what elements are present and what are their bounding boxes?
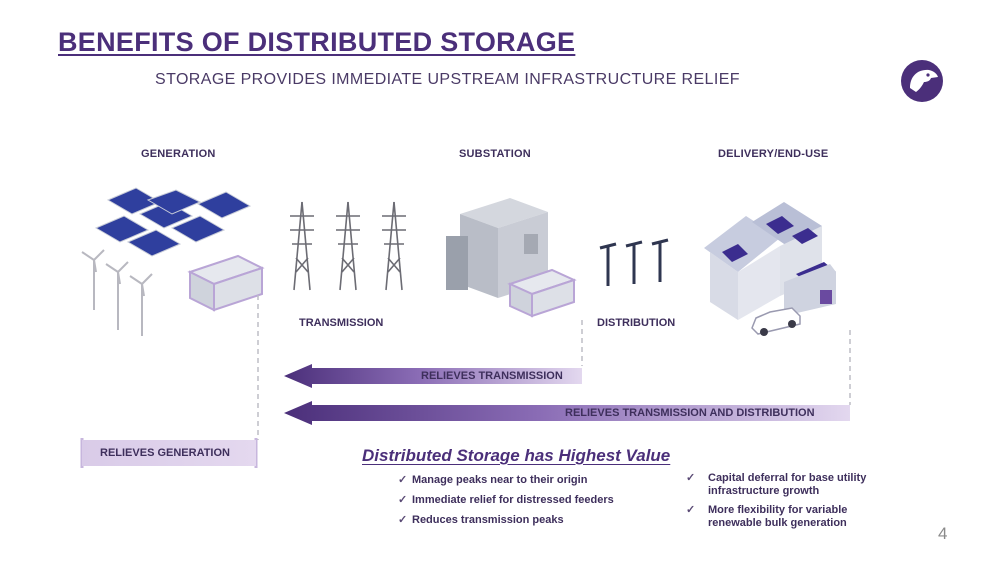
electric-car-icon [751, 307, 801, 336]
callout-title: Distributed Storage has Highest Value [362, 446, 671, 465]
wind-turbine-icon [81, 249, 153, 336]
page-number: 4 [938, 524, 948, 543]
generation-illustration [81, 187, 265, 336]
right-bullet-list: ✓Capital deferral for base utility infra… [686, 472, 896, 530]
bullet-item: ✓Reduces transmission peaks [398, 514, 564, 526]
stage-label-distribution: DISTRIBUTION [597, 317, 676, 329]
checkmark-icon: ✓ [398, 474, 408, 486]
bullet-item: ✓Immediate relief for distressed feeders [398, 494, 614, 506]
stage-label-transmission: TRANSMISSION [299, 317, 384, 329]
battery-container-icon [507, 268, 577, 318]
bullet-item: ✓Manage peaks near to their origin [398, 474, 588, 486]
distribution-pole-icon [599, 238, 669, 286]
eagle-head-logo-icon [901, 60, 943, 102]
page-title: BENEFITS OF DISTRIBUTED STORAGE [58, 27, 576, 57]
relieves-generation-box [82, 440, 256, 466]
relieves-transmission-label: RELIEVES TRANSMISSION [421, 370, 563, 382]
delivery-house-illustration [704, 202, 836, 336]
bullet-item: ✓More flexibility for variable renewable… [686, 504, 848, 529]
relieves-trans-dist-label: RELIEVES TRANSMISSION AND DISTRIBUTION [565, 407, 815, 419]
bullet-item: ✓Capital deferral for base utility infra… [686, 472, 867, 497]
checkmark-icon: ✓ [686, 472, 696, 484]
left-bullet-list: ✓Manage peaks near to their origin ✓Imme… [398, 474, 668, 527]
relieves-trans-dist-arrow [284, 401, 850, 425]
checkmark-icon: ✓ [686, 504, 696, 516]
solar-panel-icon [94, 187, 252, 257]
stage-label-generation: GENERATION [141, 148, 216, 160]
page-subtitle: STORAGE PROVIDES IMMEDIATE UPSTREAM INFR… [155, 71, 740, 88]
transmission-tower-icon [290, 201, 406, 291]
battery-container-icon [187, 254, 265, 312]
checkmark-icon: ✓ [398, 514, 408, 526]
house-icon [704, 202, 836, 320]
relieves-transmission-arrow [284, 364, 582, 388]
stage-label-delivery: DELIVERY/END-USE [718, 148, 829, 160]
checkmark-icon: ✓ [398, 494, 408, 506]
substation-illustration [446, 198, 577, 318]
stage-label-substation: SUBSTATION [459, 148, 531, 160]
relieves-generation-label: RELIEVES GENERATION [100, 447, 230, 459]
